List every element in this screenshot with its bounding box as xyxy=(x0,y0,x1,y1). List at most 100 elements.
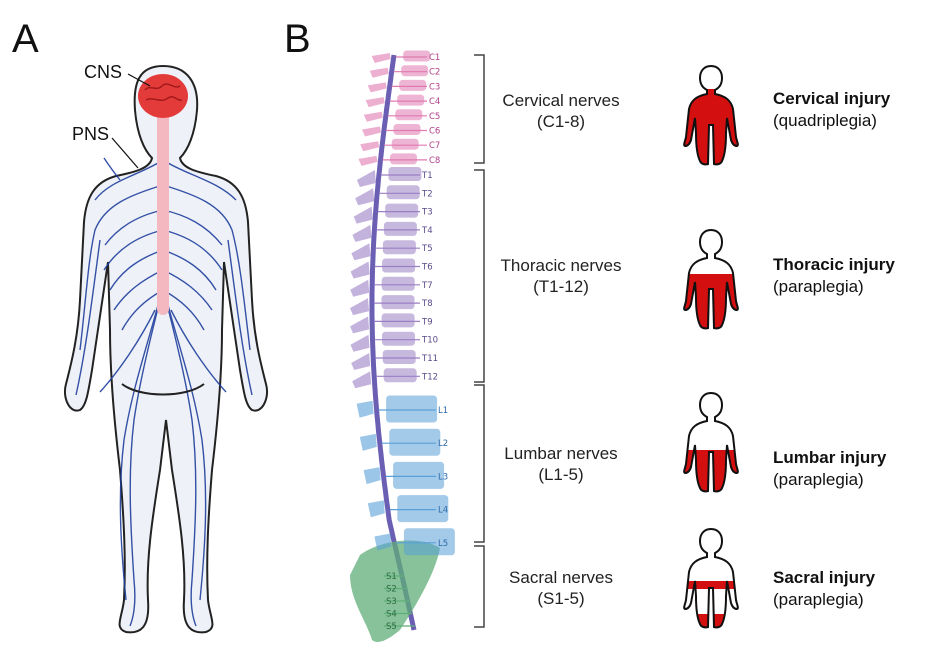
vertebra-t6 xyxy=(383,259,415,272)
vertebra-c7 xyxy=(392,139,418,149)
vertebra-label-c1: C1 xyxy=(429,53,440,63)
spinous-process-c2 xyxy=(370,68,389,78)
vertebra-c5 xyxy=(396,110,422,120)
thoracic-range-label: (T1-12) xyxy=(533,277,589,296)
lumbar-injury-body-icon xyxy=(681,393,741,498)
spinous-process-t4 xyxy=(352,225,371,242)
vertebra-t11 xyxy=(383,351,415,364)
lumbar-bracket xyxy=(474,385,484,542)
spinous-process-c1 xyxy=(372,53,391,63)
sacral-range-label: (S1-5) xyxy=(537,589,584,608)
thoracic-injury-body-icon xyxy=(681,230,741,334)
spinous-process-c6 xyxy=(362,127,381,137)
vertebra-label-l1: L1 xyxy=(438,406,448,416)
vertebral-column xyxy=(350,51,454,642)
lumbar-nerves-label: Lumbar nerves xyxy=(504,444,617,463)
vertebra-label-t4: T4 xyxy=(421,226,433,236)
vertebra-label-c4: C4 xyxy=(429,97,440,107)
vertebra-label-t3: T3 xyxy=(421,208,433,218)
vertebra-label-l3: L3 xyxy=(438,472,448,482)
vertebra-c3 xyxy=(400,80,426,90)
vertebra-label-l2: L2 xyxy=(438,439,448,449)
sacral-nerves-label: Sacral nerves xyxy=(509,568,613,587)
vertebra-label-s5: S5 xyxy=(386,622,397,632)
sacral-injury-subtitle: (paraplegia) xyxy=(773,590,864,609)
thoracic-bracket xyxy=(474,170,484,382)
spinal-cord xyxy=(157,100,169,315)
lumbar-injury-subtitle: (paraplegia) xyxy=(773,470,864,489)
thoracic-injury-title: Thoracic injury xyxy=(773,255,895,274)
vertebra-t12 xyxy=(384,369,416,382)
spinous-process-t7 xyxy=(350,280,369,297)
sacral-injury-body-icon xyxy=(681,529,741,634)
brain xyxy=(138,74,188,118)
vertebra-t10 xyxy=(383,332,415,345)
vertebra-l3 xyxy=(394,462,444,488)
vertebra-t2 xyxy=(387,186,419,199)
vertebra-label-c5: C5 xyxy=(429,112,440,122)
vertebra-label-l4: L4 xyxy=(438,506,448,516)
spinous-process-t5 xyxy=(351,243,370,260)
vertebra-label-t7: T7 xyxy=(421,281,433,291)
vertebra-t1 xyxy=(389,168,421,181)
vertebra-label-t12: T12 xyxy=(421,372,438,382)
vertebra-l1 xyxy=(387,396,437,422)
panel-a-label: A xyxy=(12,17,39,61)
spinous-process-c8 xyxy=(359,156,378,166)
thoracic-injury-subtitle: (paraplegia) xyxy=(773,277,864,296)
vertebra-label-t1: T1 xyxy=(421,171,433,181)
vertebra-label-c6: C6 xyxy=(429,127,440,137)
vertebra-label-s4: S4 xyxy=(386,610,397,620)
spinous-process-t8 xyxy=(350,298,369,315)
pns-label: PNS xyxy=(72,124,109,144)
vertebra-t5 xyxy=(383,241,415,254)
vertebra-label-t9: T9 xyxy=(421,317,433,327)
spinous-process-l2 xyxy=(360,434,377,451)
vertebra-label-l5: L5 xyxy=(438,539,448,549)
spinous-process-t11 xyxy=(351,353,370,370)
spinous-process-c4 xyxy=(366,97,385,107)
vertebra-label-t6: T6 xyxy=(421,263,433,273)
vertebra-label-t5: T5 xyxy=(421,244,433,254)
thoracic-nerves-label: Thoracic nerves xyxy=(501,256,622,275)
vertebra-t8 xyxy=(382,296,414,309)
vertebra-t9 xyxy=(382,314,414,327)
vertebra-label-t10: T10 xyxy=(421,336,438,346)
vertebra-label-c8: C8 xyxy=(429,156,440,166)
vertebra-label-s3: S3 xyxy=(386,597,397,607)
vertebra-t3 xyxy=(386,204,418,217)
spinous-process-t9 xyxy=(350,316,369,333)
human-body-figure xyxy=(65,66,267,632)
lumbar-injury-title: Lumbar injury xyxy=(773,448,887,467)
panel-b-label: B xyxy=(284,17,311,61)
cns-label: CNS xyxy=(84,62,122,82)
spinous-process-l3 xyxy=(364,467,381,484)
vertebra-l2 xyxy=(390,429,440,455)
spinous-process-t1 xyxy=(357,170,376,187)
vertebra-label-s1: S1 xyxy=(386,572,397,582)
vertebra-label-c2: C2 xyxy=(429,68,440,78)
lumbar-range-label: (L1-5) xyxy=(538,465,583,484)
vertebra-label-c3: C3 xyxy=(429,82,440,92)
vertebra-c1 xyxy=(404,51,430,61)
sacral-injury-title: Sacral injury xyxy=(773,568,876,587)
spinous-process-t6 xyxy=(351,262,370,279)
vertebra-c2 xyxy=(402,66,428,76)
cervical-injury-title: Cervical injury xyxy=(773,89,891,108)
vertebra-t7 xyxy=(382,277,414,290)
spinous-process-t12 xyxy=(352,371,371,388)
spinous-process-c7 xyxy=(360,141,379,151)
vertebra-c8 xyxy=(391,154,417,164)
spinous-process-t10 xyxy=(351,335,370,352)
vertebra-label-c7: C7 xyxy=(429,141,440,151)
spinous-process-c5 xyxy=(364,112,383,122)
cervical-nerves-label: Cervical nerves xyxy=(502,91,619,110)
cervical-range-label: (C1-8) xyxy=(537,112,585,131)
cervical-injury-body-icon xyxy=(681,66,741,169)
sacral-bracket xyxy=(474,546,484,627)
spinous-process-l1 xyxy=(357,401,374,418)
spinous-process-t3 xyxy=(354,207,373,224)
spinous-process-c3 xyxy=(368,82,387,92)
vertebra-label-t2: T2 xyxy=(421,189,433,199)
